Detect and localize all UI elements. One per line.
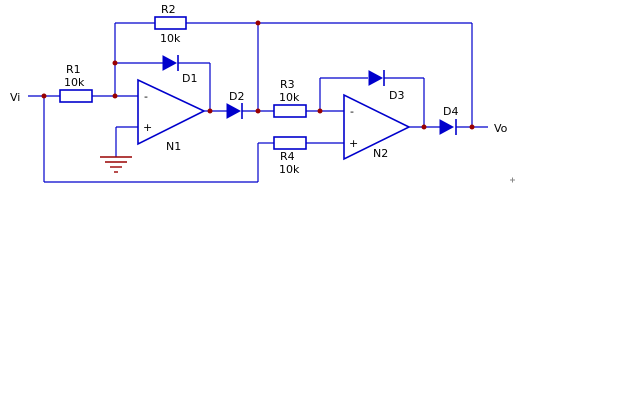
label-r3-name: R3 — [280, 78, 295, 91]
diode-d2 — [226, 103, 243, 119]
resistor-r3 — [273, 104, 307, 118]
label-r2-name: R2 — [161, 3, 176, 16]
junction-node — [255, 20, 261, 26]
label-d2: D2 — [229, 90, 244, 103]
label-vo: Vo — [494, 122, 508, 135]
diode-d1 — [162, 55, 179, 71]
crosshair-cursor-icon — [510, 177, 515, 183]
label-n1-plus: + — [143, 121, 152, 134]
label-n1-minus: - — [144, 90, 148, 103]
label-r1-value: 10k — [64, 76, 85, 89]
label-r1-name: R1 — [66, 63, 81, 76]
label-n2-minus: - — [350, 105, 354, 118]
junction-node — [469, 124, 475, 130]
wires — [28, 22, 488, 183]
ground-icon — [100, 156, 132, 173]
resistor-r2 — [154, 16, 187, 30]
label-n1: N1 — [166, 140, 181, 153]
label-d3: D3 — [389, 89, 404, 102]
junction-node — [317, 108, 323, 114]
junction-node — [421, 124, 427, 130]
junction-node — [207, 108, 213, 114]
label-d4: D4 — [443, 105, 458, 118]
junction-nodes — [41, 20, 475, 130]
label-d1: D1 — [182, 72, 197, 85]
label-r2-value: 10k — [160, 32, 181, 45]
label-n2-plus: + — [349, 137, 358, 150]
label-r3-value: 10k — [279, 91, 300, 104]
label-vi: Vi — [10, 91, 20, 104]
junction-node — [112, 93, 118, 99]
junction-node — [41, 93, 47, 99]
label-n2: N2 — [373, 147, 388, 160]
resistor-r4 — [273, 136, 307, 150]
diode-d4 — [439, 119, 457, 135]
opamp-n1 — [137, 78, 206, 146]
junction-node — [255, 108, 261, 114]
resistor-r1 — [59, 89, 93, 103]
junction-node — [112, 60, 118, 66]
opamp-n2 — [343, 93, 411, 161]
label-r4-name: R4 — [280, 150, 295, 163]
diode-d3 — [368, 70, 385, 86]
label-r4-value: 10k — [279, 163, 300, 176]
